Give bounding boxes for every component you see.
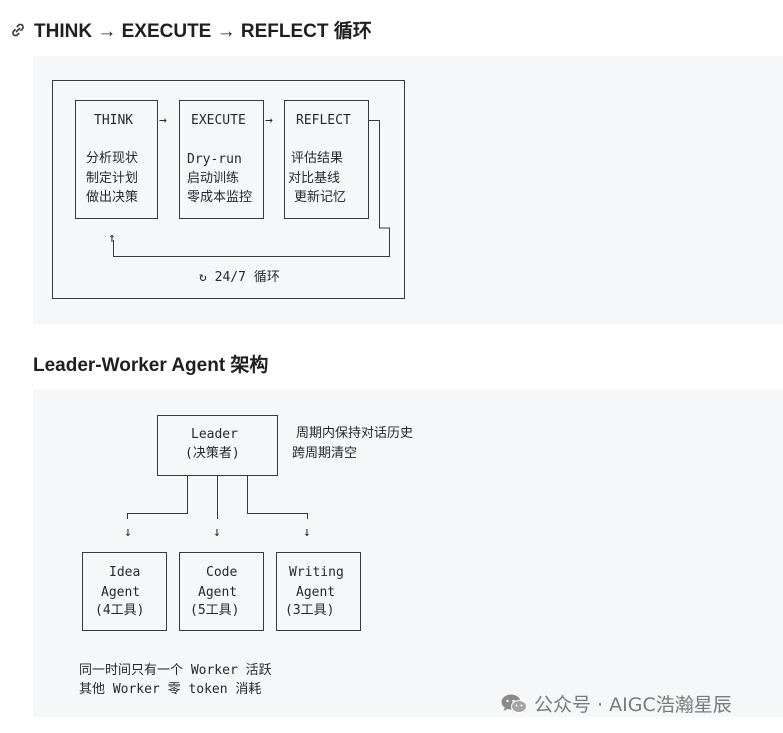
section-title: THINK → EXECUTE → REFLECT 循环 [34, 21, 372, 42]
think-line: 分析现状 [86, 151, 139, 166]
watermark-text: 公众号 · AIGC浩瀚星辰 [534, 694, 732, 716]
connector-right [247, 476, 308, 519]
down-arrow: ↓ [213, 525, 221, 540]
idea-agent-box [82, 552, 167, 631]
flow-arrow: → [159, 113, 167, 128]
leader-note: 周期内保持对话历史 [296, 426, 414, 441]
leader-note: 跨周期清空 [292, 446, 358, 461]
worker-name: Idea [109, 565, 141, 580]
reflect-exit-line [369, 120, 390, 256]
worker-name: Code [206, 565, 238, 580]
watermark: 公众号 · AIGC浩瀚星辰 [500, 690, 732, 717]
reflect-box [284, 100, 369, 219]
think-line: 制定计划 [86, 171, 139, 186]
flow-arrow: → [265, 113, 273, 128]
think-box [75, 100, 158, 219]
footer-note: 其他 Worker 零 token 消耗 [79, 682, 262, 697]
loop-diagram-lines [52, 80, 405, 299]
reflect-title: REFLECT [296, 113, 351, 128]
down-arrow: ↓ [303, 525, 311, 540]
code-agent-box [179, 552, 264, 631]
link-icon[interactable] [10, 22, 26, 38]
up-arrow: ↑ [108, 231, 116, 246]
down-arrow: ↓ [124, 525, 132, 540]
execute-line: 启动训练 [187, 171, 240, 186]
architecture-diagram-lines [82, 415, 361, 631]
worker-tools: (4工具) [95, 603, 145, 618]
loop-diagram-codeblock: → → THINK 分析现状 制定计划 做出决策 EXECUTE Dry-run… [33, 56, 783, 324]
section-heading-architecture: Leader-Worker Agent 架构 [33, 350, 268, 377]
architecture-diagram-codeblock: Leader (决策者) 周期内保持对话历史 跨周期清空 ↓ ↓ ↓ Idea … [33, 389, 783, 717]
worker-tools: (5工具) [190, 603, 240, 618]
leader-role: (决策者) [185, 446, 240, 461]
section-heading-loop: THINK → EXECUTE → REFLECT 循环 [10, 16, 372, 43]
writing-agent-box [276, 552, 361, 631]
footer-note: 同一时间只有一个 Worker 活跃 [79, 663, 272, 678]
reflect-line: 评估结果 [291, 151, 344, 166]
worker-role: Agent [101, 585, 141, 600]
think-title: THINK [94, 113, 134, 128]
leader-name: Leader [191, 427, 238, 442]
execute-title: EXECUTE [191, 113, 246, 128]
worker-role: Agent [198, 585, 238, 600]
execute-line: 零成本监控 [187, 190, 253, 205]
worker-name: Writing [289, 565, 344, 580]
return-loop-line [113, 232, 390, 257]
execute-box [179, 100, 264, 219]
worker-role: Agent [296, 585, 336, 600]
connector-left [127, 476, 188, 519]
think-line: 做出决策 [86, 190, 139, 205]
execute-line: Dry-run [187, 152, 242, 167]
reflect-line: 对比基线 [288, 171, 341, 186]
worker-tools: (3工具) [285, 603, 335, 618]
reflect-line: 更新记忆 [294, 190, 347, 205]
wechat-icon [500, 693, 528, 715]
loop-label: ↻ 24/7 循环 [199, 270, 280, 285]
section-title: Leader-Worker Agent 架构 [33, 355, 269, 376]
outer-frame [52, 80, 405, 299]
leader-box [157, 415, 278, 476]
